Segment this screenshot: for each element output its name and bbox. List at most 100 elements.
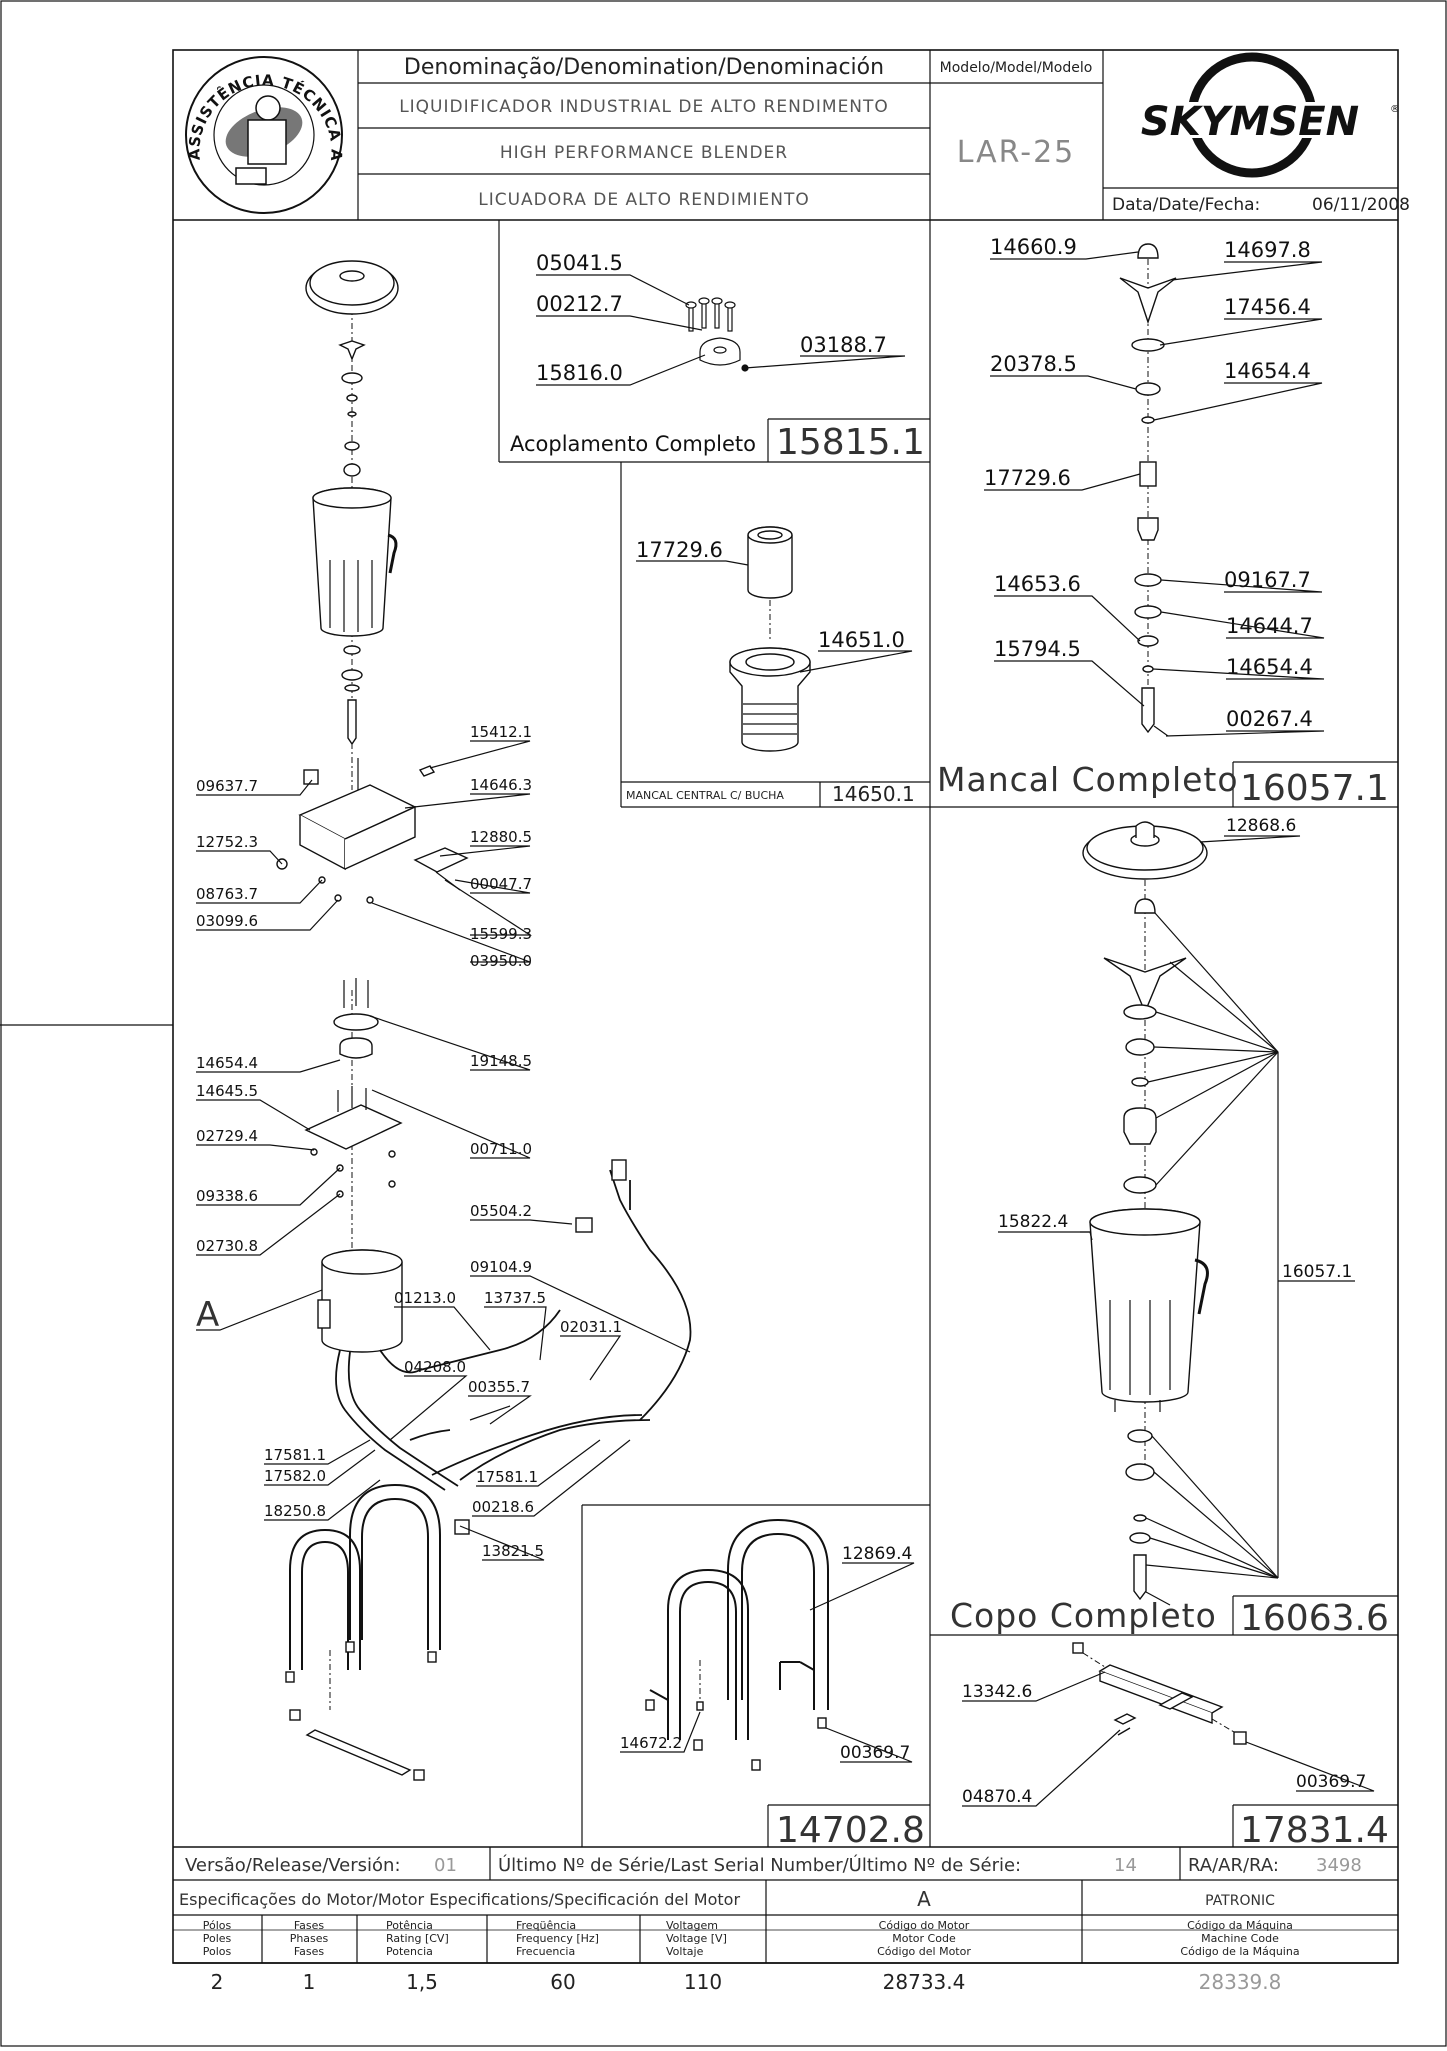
skymsen-logo: SKYMSEN ® xyxy=(1108,52,1400,178)
part-label: 04208.0 xyxy=(404,1358,466,1376)
central-bearing-panel: 17729.6 14651.0 MANCAL CENTRAL C/ BUCHA … xyxy=(626,526,915,806)
bearing-title: Mancal Completo xyxy=(937,760,1239,799)
stand-code: 14702.8 xyxy=(776,1810,925,1851)
part-label: 15412.1 xyxy=(470,723,532,741)
part-label: 09104.9 xyxy=(470,1258,532,1276)
svg-text:Motor Code: Motor Code xyxy=(892,1932,956,1945)
model-value: LAR-25 xyxy=(957,135,1076,170)
name-es: LICUADORA DE ALTO RENDIMIENTO xyxy=(478,190,810,210)
svg-text:Machine Code: Machine Code xyxy=(1201,1932,1279,1945)
svg-text:Voltagem: Voltagem xyxy=(666,1919,718,1932)
part-label: 03950.0 xyxy=(470,952,532,970)
part-label: 19148.5 xyxy=(470,1052,532,1070)
version-label: Versão/Release/Versión: xyxy=(185,1855,401,1876)
svg-text:Código da Máquina: Código da Máquina xyxy=(1187,1919,1293,1932)
name-pt: LIQUIDIFICADOR INDUSTRIAL DE ALTO RENDIM… xyxy=(399,97,889,117)
spec-value-machine-code: 28339.8 xyxy=(1199,1970,1282,1994)
motor-letter: A xyxy=(917,1887,931,1911)
coupling-code: 15815.1 xyxy=(776,422,925,463)
svg-text:Freqüência: Freqüência xyxy=(516,1919,576,1932)
svg-text:Voltaje: Voltaje xyxy=(666,1945,704,1958)
svg-text:Voltage [V]: Voltage [V] xyxy=(666,1932,727,1945)
spec-value-frequency: 60 xyxy=(550,1970,575,1994)
part-label: 15599.3 xyxy=(470,925,532,943)
coupling-panel: 05041.5 00212.7 15816.0 03188.7 Acoplame… xyxy=(510,251,930,463)
part-label: 15816.0 xyxy=(536,361,623,385)
part-label: 17581.1 xyxy=(476,1468,538,1486)
part-label: 14660.9 xyxy=(990,235,1077,259)
part-label: 04870.4 xyxy=(962,1787,1032,1807)
spec-column-motor-code: Código do Motor Motor Code Código del Mo… xyxy=(877,1919,971,1958)
svg-text:Frecuencia: Frecuencia xyxy=(516,1945,575,1958)
spec-value-voltage: 110 xyxy=(684,1970,722,1994)
part-label: 02031.1 xyxy=(560,1318,622,1336)
part-label: 12869.4 xyxy=(842,1544,912,1564)
part-label: 15822.4 xyxy=(998,1212,1068,1232)
part-label: 02730.8 xyxy=(196,1237,258,1255)
motor-manufacturer: PATRONIC xyxy=(1205,1893,1275,1909)
central-bearing-code: 14650.1 xyxy=(832,782,915,806)
spec-value-phases: 1 xyxy=(303,1970,316,1994)
denomination-label: Denominação/Denomination/Denominación xyxy=(404,55,884,80)
part-label: 14672.2 xyxy=(620,1734,682,1752)
svg-text:Frequency [Hz]: Frequency [Hz] xyxy=(516,1932,599,1945)
part-label: 17582.0 xyxy=(264,1467,326,1485)
part-label: 17581.1 xyxy=(264,1446,326,1464)
part-label: 00369.7 xyxy=(840,1743,910,1763)
bearing-code: 16057.1 xyxy=(1240,768,1389,809)
stand-panel: 12869.4 14672.2 00369.7 14702.8 xyxy=(620,1518,925,1851)
svg-text:Rating [CV]: Rating [CV] xyxy=(386,1932,449,1945)
part-label: 00711.0 xyxy=(470,1140,532,1158)
part-label: 05041.5 xyxy=(536,251,623,275)
part-label: 16057.1 xyxy=(1282,1262,1352,1282)
part-label: 18250.8 xyxy=(264,1502,326,1520)
part-label: 03188.7 xyxy=(800,333,887,357)
svg-text:Phases: Phases xyxy=(290,1932,329,1945)
spec-column-frequency: Freqüência Frequency [Hz] Frecuencia xyxy=(516,1919,599,1958)
spec-column-rating: Potência Rating [CV] Potencia xyxy=(386,1919,449,1958)
part-label: 09637.7 xyxy=(196,777,258,795)
part-label: 17729.6 xyxy=(984,466,1071,490)
ra-label: RA/AR/RA: xyxy=(1188,1855,1279,1876)
svg-text:®: ® xyxy=(1390,104,1400,115)
part-label: 05504.2 xyxy=(470,1202,532,1220)
part-label: 14654.4 xyxy=(1226,655,1313,679)
part-label: 14654.4 xyxy=(196,1054,258,1072)
part-label: 12880.5 xyxy=(470,828,532,846)
part-label: 17456.4 xyxy=(1224,295,1311,319)
bar-code: 17831.4 xyxy=(1240,1810,1389,1851)
part-label: 08763.7 xyxy=(196,885,258,903)
svg-text:Potencia: Potencia xyxy=(386,1945,433,1958)
spec-value-rating: 1,5 xyxy=(406,1970,438,1994)
part-label: 14646.3 xyxy=(470,776,532,794)
spec-column-machine-code: Código da Máquina Machine Code Código de… xyxy=(1180,1919,1299,1958)
bearing-panel: 14660.9 14697.8 17456.4 20378.5 14654.4 … xyxy=(937,235,1389,809)
footer: Versão/Release/Versión: 01 Último Nº de … xyxy=(179,1854,1362,1994)
ra-value: 3498 xyxy=(1316,1855,1362,1876)
cup-title: Copo Completo xyxy=(950,1596,1217,1635)
motor-spec-label: Especificações do Motor/Motor Especifica… xyxy=(179,1890,740,1909)
svg-text:Poles: Poles xyxy=(203,1932,232,1945)
part-label: 09338.6 xyxy=(196,1187,258,1205)
cup-code: 16063.6 xyxy=(1240,1598,1389,1639)
bar-panel: 13342.6 04870.4 00369.7 17831.4 xyxy=(962,1642,1389,1851)
part-label: 13821.5 xyxy=(482,1542,544,1560)
svg-text:Código del Motor: Código del Motor xyxy=(877,1945,971,1958)
svg-text:Código de la Máquina: Código de la Máquina xyxy=(1180,1945,1299,1958)
part-label: 00369.7 xyxy=(1296,1772,1366,1792)
model-label: Modelo/Model/Modelo xyxy=(940,60,1093,76)
svg-text:Pólos: Pólos xyxy=(203,1919,232,1932)
svg-text:Código do Motor: Código do Motor xyxy=(879,1919,970,1932)
svg-text:Fases: Fases xyxy=(294,1919,325,1932)
header: ASSISTÊNCIA TÉCNICA AUTORIZADA Denominaç… xyxy=(0,0,1410,215)
part-label: 00355.7 xyxy=(468,1378,530,1396)
part-label: 13342.6 xyxy=(962,1682,1032,1702)
version-value: 01 xyxy=(434,1855,457,1876)
spec-value-poles: 2 xyxy=(211,1970,224,1994)
svg-text:Polos: Polos xyxy=(203,1945,232,1958)
central-bearing-title: MANCAL CENTRAL C/ BUCHA xyxy=(626,789,784,802)
brand-name: SKYMSEN xyxy=(1141,99,1359,145)
